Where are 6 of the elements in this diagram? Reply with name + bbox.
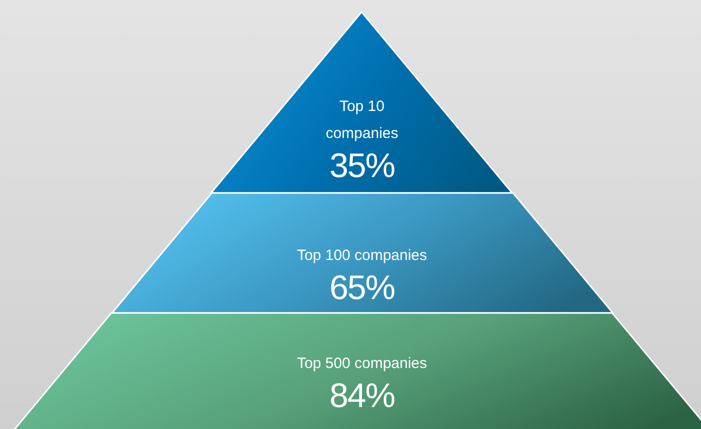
- tier-label: Top 500 companies: [296, 354, 428, 374]
- tier-label: Top 100 companies: [296, 246, 428, 266]
- tier-label: Top 10 companies: [324, 97, 400, 144]
- percentage-value: 84%: [329, 377, 395, 415]
- percentage-value: 35%: [329, 147, 395, 185]
- percentage-value: 65%: [329, 269, 395, 307]
